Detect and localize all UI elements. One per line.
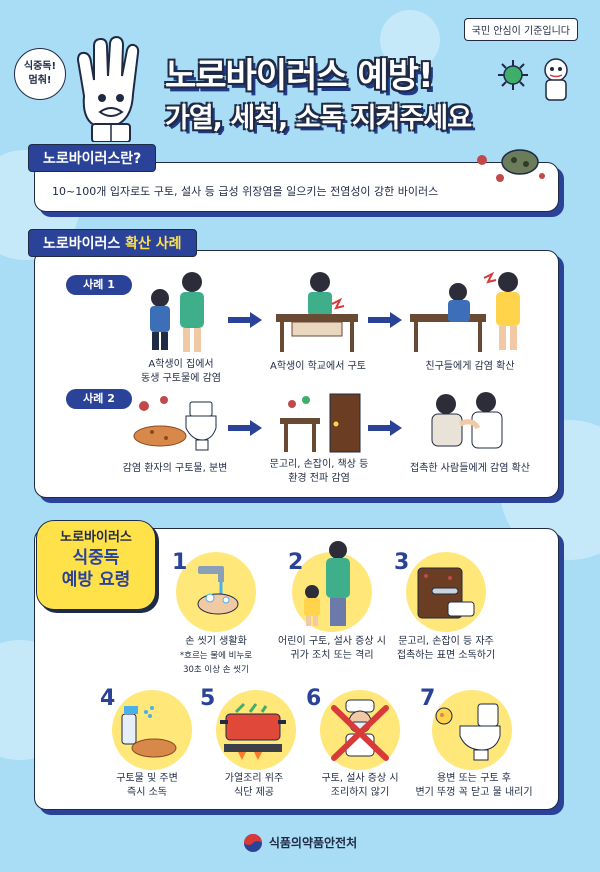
case-2-step-3: 접촉한 사람들에게 감염 확산 <box>410 463 530 474</box>
prevention-heading-line-2: 식중독 <box>72 548 120 568</box>
footer: 식품의약품안전처 <box>0 832 600 853</box>
tip-7-text: 용변 또는 구토 후 변기 뚜껑 꼭 닫고 물 내리기 <box>415 773 533 798</box>
tip-5-text: 가열조리 위주 식단 제공 <box>224 773 284 798</box>
prevention-heading-line-1: 노로바이러스 <box>60 530 132 545</box>
case-2-step-2: 문고리, 손잡이, 책상 등 환경 전파 감염 <box>269 459 369 484</box>
tip-1-circle <box>176 552 256 632</box>
case-2-label: 사례 2 <box>66 389 132 409</box>
handwash-icon <box>197 566 239 615</box>
virus-cluster-icon <box>477 149 545 182</box>
tip-1-number: 1 <box>172 550 188 575</box>
tagline: 국민 안심이 기준입니다 <box>463 18 578 41</box>
toilet-lid-icon <box>435 703 501 761</box>
ministry-name: 식품의약품안전처 <box>268 836 358 850</box>
tip-4-text: 구토물 및 주변 즉시 소독 <box>116 773 178 798</box>
bg-bubble <box>380 10 440 70</box>
door-handle-icon <box>417 567 475 619</box>
virus-icon <box>498 60 528 90</box>
page-title: 노로바이러스 예방! <box>165 56 434 96</box>
spread-heading-main: 노로바이러스 <box>43 236 121 252</box>
case-2-step-1: 감염 환자의 구토물, 분변 <box>122 463 228 474</box>
tip-6-number: 6 <box>306 686 322 711</box>
cooking-pot-icon <box>220 702 286 760</box>
vomit-toilet-illustration <box>133 396 217 451</box>
definition-heading: 노로바이러스란? <box>28 144 157 172</box>
no-cooking-when-sick-icon <box>331 699 389 761</box>
shout-line-2: 멈춰! <box>28 75 52 86</box>
desk-door-illustration <box>280 393 361 453</box>
spray-mascot-icon <box>544 58 568 101</box>
contact-spread-illustration <box>431 392 503 449</box>
arrow-right-icon <box>368 312 402 328</box>
sick-children-illustration <box>150 272 204 352</box>
case-1-step-3: 친구들에게 감염 확산 <box>425 361 515 372</box>
definition-text: 10~100개 입자로도 구토, 설사 등 급성 위장염을 일으키는 전염성이 … <box>52 185 439 198</box>
friends-infected-illustration <box>410 271 520 352</box>
arrow-right-icon <box>368 420 402 436</box>
case-1-step-1: A학생이 집에서 동생 구토물에 감염 <box>141 359 221 384</box>
prevention-heading-line-3: 예방 요령 <box>61 570 131 590</box>
tip-1-note: *흐르는 물에 비누로 30초 이상 손 씻기 <box>179 651 253 675</box>
tip-5-number: 5 <box>200 686 216 711</box>
tip-1-text: 손 씻기 생활화 <box>185 636 247 647</box>
tip-7-number: 7 <box>420 686 436 711</box>
tip-3-text: 문고리, 손잡이 등 자주 접촉하는 표면 소독하기 <box>396 636 496 661</box>
page-subtitle: 가열, 세척, 소독 지켜주세요 <box>165 103 472 134</box>
ministry-logo-icon <box>243 833 262 852</box>
case-1-step-2: A학생이 학교에서 구토 <box>270 361 366 372</box>
spread-heading: 노로바이러스 확산 사례 <box>28 229 197 257</box>
tip-2-number: 2 <box>288 550 304 575</box>
arrow-right-icon <box>228 312 262 328</box>
disinfect-spray-icon <box>121 706 177 758</box>
arrow-right-icon <box>228 420 262 436</box>
shout-bubble: 식중독! 멈춰! <box>14 48 66 100</box>
tip-4-number: 4 <box>100 686 116 711</box>
student-vomiting-illustration <box>276 272 358 352</box>
spread-heading-highlight: 확산 사례 <box>125 236 182 252</box>
child-isolation-icon <box>304 541 350 626</box>
prevention-heading: 노로바이러스 식중독 예방 요령 <box>36 520 156 610</box>
tip-6-text: 구토, 설사 증상 시 조리하지 않기 <box>321 773 399 798</box>
glove-mascot-icon <box>76 36 140 142</box>
shout-line-1: 식중독! <box>23 61 57 72</box>
tip-3-number: 3 <box>394 550 410 575</box>
case-1-label: 사례 1 <box>66 275 132 295</box>
tip-2-text: 어린이 구토, 설사 증상 시 귀가 조치 또는 격리 <box>278 636 386 661</box>
